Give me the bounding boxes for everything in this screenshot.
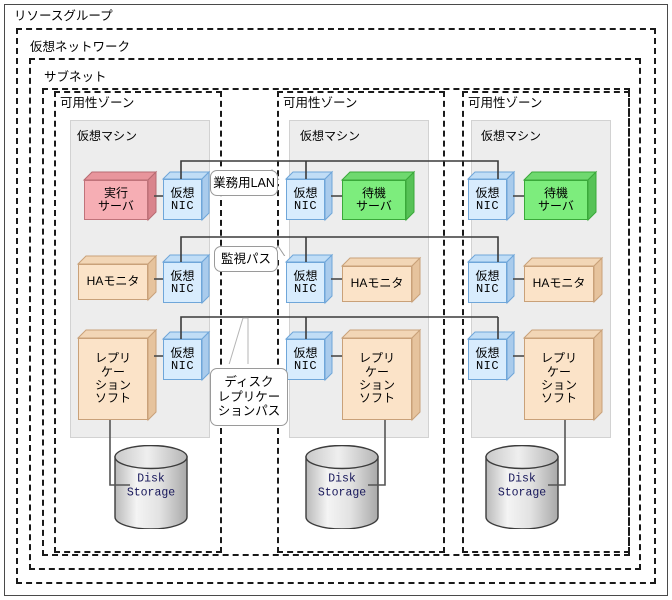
rep-line-3: ション xyxy=(540,378,577,392)
nic-label-line-2: NIC xyxy=(475,198,500,213)
vm-label-zone-1: 仮想マシン xyxy=(77,129,138,143)
nic-label-line-2: NIC xyxy=(293,358,318,373)
callout-drp-line-1: ディスク xyxy=(224,374,274,389)
standby-server-line-1: 待機 xyxy=(361,185,386,200)
nic-label-line-1: 仮想 xyxy=(293,268,318,283)
active-server-label: 実行 サーバ xyxy=(84,180,148,220)
callout-drp-line-2: レプリケー xyxy=(217,389,281,404)
callout-disk-replication-path: ディスク レプリケー ションパス xyxy=(210,368,288,426)
ha-monitor-box-zone-2[interactable]: HAモニタ xyxy=(340,256,422,304)
standby-server-box-zone-2[interactable]: 待機 サーバ xyxy=(340,170,416,222)
container-label-availability-zone-1: 可用性ゾーン xyxy=(60,96,135,110)
replication-software-box-zone-1[interactable]: レプリ ケー ション ソフト xyxy=(76,328,158,422)
virtual-nic-zone-3-monitor[interactable]: 仮想 NIC xyxy=(466,253,516,305)
standby-server-line-1: 待機 xyxy=(543,185,568,200)
disk-storage-zone-3[interactable]: Disk Storage xyxy=(485,445,559,529)
nic-label-line-1: 仮想 xyxy=(170,268,195,283)
vm-label-zone-3: 仮想マシン xyxy=(481,129,542,143)
nic-label-line-1: 仮想 xyxy=(475,345,500,360)
container-resource-group xyxy=(16,28,656,584)
rep-line-2: ケー xyxy=(100,364,125,379)
replication-software-label: レプリ ケー ション ソフト xyxy=(78,338,148,420)
rep-line-2: ケー xyxy=(546,364,571,379)
nic-label-line-1: 仮想 xyxy=(475,185,500,200)
rep-line-2: ケー xyxy=(364,364,389,379)
rep-line-4: ソフト xyxy=(358,391,395,406)
nic-label-line-2: NIC xyxy=(475,281,500,296)
rep-line-1: レプリ xyxy=(94,351,131,366)
rep-line-4: ソフト xyxy=(94,391,131,406)
nic-label-line-1: 仮想 xyxy=(170,185,195,200)
nic-label-line-2: NIC xyxy=(170,198,195,213)
replication-software-box-zone-2[interactable]: レプリ ケー ション ソフト xyxy=(340,328,422,422)
standby-server-label: 待機 サーバ xyxy=(342,180,406,220)
standby-server-line-2: サーバ xyxy=(356,199,392,213)
nic-label-line-1: 仮想 xyxy=(293,185,318,200)
vm-label-zone-2: 仮想マシン xyxy=(300,129,361,143)
virtual-nic-zone-3-replication[interactable]: 仮想 NIC xyxy=(466,330,516,382)
nic-label-line-2: NIC xyxy=(475,358,500,373)
standby-server-line-2: サーバ xyxy=(538,199,574,213)
nic-label-line-1: 仮想 xyxy=(475,268,500,283)
virtual-nic-zone-1-replication[interactable]: 仮想 NIC xyxy=(161,330,211,382)
ha-monitor-text: HAモニタ xyxy=(86,274,140,289)
container-label-availability-zone-2: 可用性ゾーン xyxy=(283,96,358,110)
virtual-nic-zone-3-lan[interactable]: 仮想 NIC xyxy=(466,170,516,222)
active-server-line-1: 実行 xyxy=(103,185,128,200)
diagram-outer-border xyxy=(4,4,668,596)
ha-monitor-box-zone-3[interactable]: HAモニタ xyxy=(522,256,604,304)
container-label-resource-group: リソースグループ xyxy=(14,9,113,23)
virtual-nic-zone-1-lan[interactable]: 仮想 NIC xyxy=(161,170,211,222)
ha-monitor-label: HAモニタ xyxy=(78,264,148,300)
callout-monitoring-path: 監視パス xyxy=(214,246,278,272)
rep-line-1: レプリ xyxy=(358,351,395,366)
standby-server-box-zone-3[interactable]: 待機 サーバ xyxy=(522,170,598,222)
ha-monitor-label: HAモニタ xyxy=(524,266,594,302)
container-virtual-network xyxy=(29,58,641,570)
virtual-nic-zone-2-replication[interactable]: 仮想 NIC xyxy=(284,330,334,382)
rep-line-3: ション xyxy=(358,378,395,392)
nic-label-line-2: NIC xyxy=(293,281,318,296)
disk-storage-zone-1[interactable]: Disk Storage xyxy=(114,445,188,529)
replication-software-label: レプリ ケー ション ソフト xyxy=(342,338,412,420)
ha-monitor-text: HAモニタ xyxy=(350,276,404,291)
callout-business-lan-label: 業務用LAN xyxy=(213,175,275,190)
nic-label-line-1: 仮想 xyxy=(293,345,318,360)
virtual-nic-zone-2-monitor[interactable]: 仮想 NIC xyxy=(284,253,334,305)
disk-storage-zone-2[interactable]: Disk Storage xyxy=(305,445,379,529)
nic-label-line-2: NIC xyxy=(293,198,318,213)
standby-server-label: 待機 サーバ xyxy=(524,180,588,220)
active-server-box-zone-1[interactable]: 実行 サーバ xyxy=(82,170,158,222)
virtual-nic-zone-1-monitor[interactable]: 仮想 NIC xyxy=(161,253,211,305)
callout-drp-line-3: ションパス xyxy=(217,404,281,419)
container-label-subnet: サブネット xyxy=(44,70,107,84)
ha-monitor-label: HAモニタ xyxy=(342,266,412,302)
replication-software-box-zone-3[interactable]: レプリ ケー ション ソフト xyxy=(522,328,604,422)
nic-label-line-1: 仮想 xyxy=(170,345,195,360)
ha-monitor-text: HAモニタ xyxy=(532,276,586,291)
rep-line-1: レプリ xyxy=(540,351,577,366)
nic-label-line-2: NIC xyxy=(170,358,195,373)
rep-line-4: ソフト xyxy=(540,391,577,406)
ha-monitor-box-zone-1[interactable]: HAモニタ xyxy=(76,254,158,302)
callout-business-lan: 業務用LAN xyxy=(210,170,278,196)
callout-monitoring-path-label: 監視パス xyxy=(220,251,271,266)
container-label-availability-zone-3: 可用性ゾーン xyxy=(468,96,543,110)
container-label-virtual-network: 仮想ネットワーク xyxy=(30,40,131,54)
rep-line-3: ション xyxy=(94,378,131,392)
virtual-nic-zone-2-lan[interactable]: 仮想 NIC xyxy=(284,170,334,222)
active-server-line-2: サーバ xyxy=(98,199,134,213)
replication-software-label: レプリ ケー ション ソフト xyxy=(524,338,594,420)
nic-label-line-2: NIC xyxy=(170,281,195,296)
